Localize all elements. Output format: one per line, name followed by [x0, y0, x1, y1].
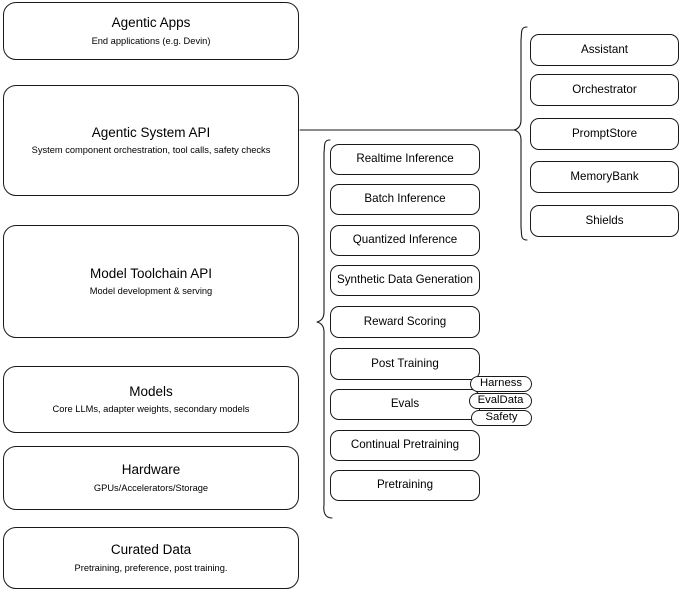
- eval-pill-harness[interactable]: Harness: [470, 376, 532, 392]
- stack-layer-title: Agentic System API: [91, 124, 211, 140]
- stack-layer-model-toolchain-api[interactable]: Model Toolchain API Model development & …: [3, 225, 299, 338]
- stack-layer-agentic-apps[interactable]: Agentic Apps End applications (e.g. Devi…: [3, 2, 299, 60]
- toolchain-item-realtime-inference[interactable]: Realtime Inference: [330, 144, 480, 175]
- brace-system-components: [513, 26, 528, 241]
- toolchain-item-synthetic-data-generation[interactable]: Synthetic Data Generation: [330, 265, 480, 296]
- stack-layer-hardware[interactable]: Hardware GPUs/Accelerators/Storage: [3, 446, 299, 510]
- system-component-shields[interactable]: Shields: [530, 205, 679, 237]
- stack-layer-models[interactable]: Models Core LLMs, adapter weights, secon…: [3, 366, 299, 433]
- system-component-memorybank[interactable]: MemoryBank: [530, 161, 679, 193]
- stack-layer-subtitle: GPUs/Accelerators/Storage: [93, 482, 209, 493]
- stack-layer-agentic-system-api[interactable]: Agentic System API System component orch…: [3, 85, 299, 196]
- toolchain-item-pretraining[interactable]: Pretraining: [330, 470, 480, 501]
- stack-layer-subtitle: System component orchestration, tool cal…: [31, 145, 271, 156]
- stack-layer-curated-data[interactable]: Curated Data Pretraining, preference, po…: [3, 527, 299, 589]
- toolchain-item-batch-inference[interactable]: Batch Inference: [330, 184, 480, 215]
- stack-layer-title: Agentic Apps: [111, 15, 191, 31]
- toolchain-item-reward-scoring[interactable]: Reward Scoring: [330, 306, 480, 338]
- stack-layer-title: Hardware: [121, 462, 181, 478]
- stack-layer-title: Models: [129, 383, 173, 399]
- toolchain-item-evals[interactable]: Evals: [330, 389, 480, 420]
- stack-layer-title: Model Toolchain API: [89, 265, 213, 281]
- stack-layer-subtitle: End applications (e.g. Devin): [91, 35, 211, 46]
- stack-layer-subtitle: Core LLMs, adapter weights, secondary mo…: [52, 404, 250, 415]
- stack-layer-subtitle: Model development & serving: [89, 286, 213, 297]
- system-component-assistant[interactable]: Assistant: [530, 34, 679, 66]
- toolchain-item-quantized-inference[interactable]: Quantized Inference: [330, 225, 480, 256]
- system-component-promptstore[interactable]: PromptStore: [530, 118, 679, 150]
- toolchain-item-post-training[interactable]: Post Training: [330, 348, 480, 380]
- eval-pill-evaldata[interactable]: EvalData: [469, 393, 532, 409]
- stack-layer-subtitle: Pretraining, preference, post training.: [74, 562, 228, 573]
- system-component-orchestrator[interactable]: Orchestrator: [530, 74, 679, 106]
- toolchain-item-continual-pretraining[interactable]: Continual Pretraining: [330, 430, 480, 461]
- stack-layer-title: Curated Data: [110, 542, 192, 558]
- eval-pill-safety[interactable]: Safety: [471, 410, 532, 426]
